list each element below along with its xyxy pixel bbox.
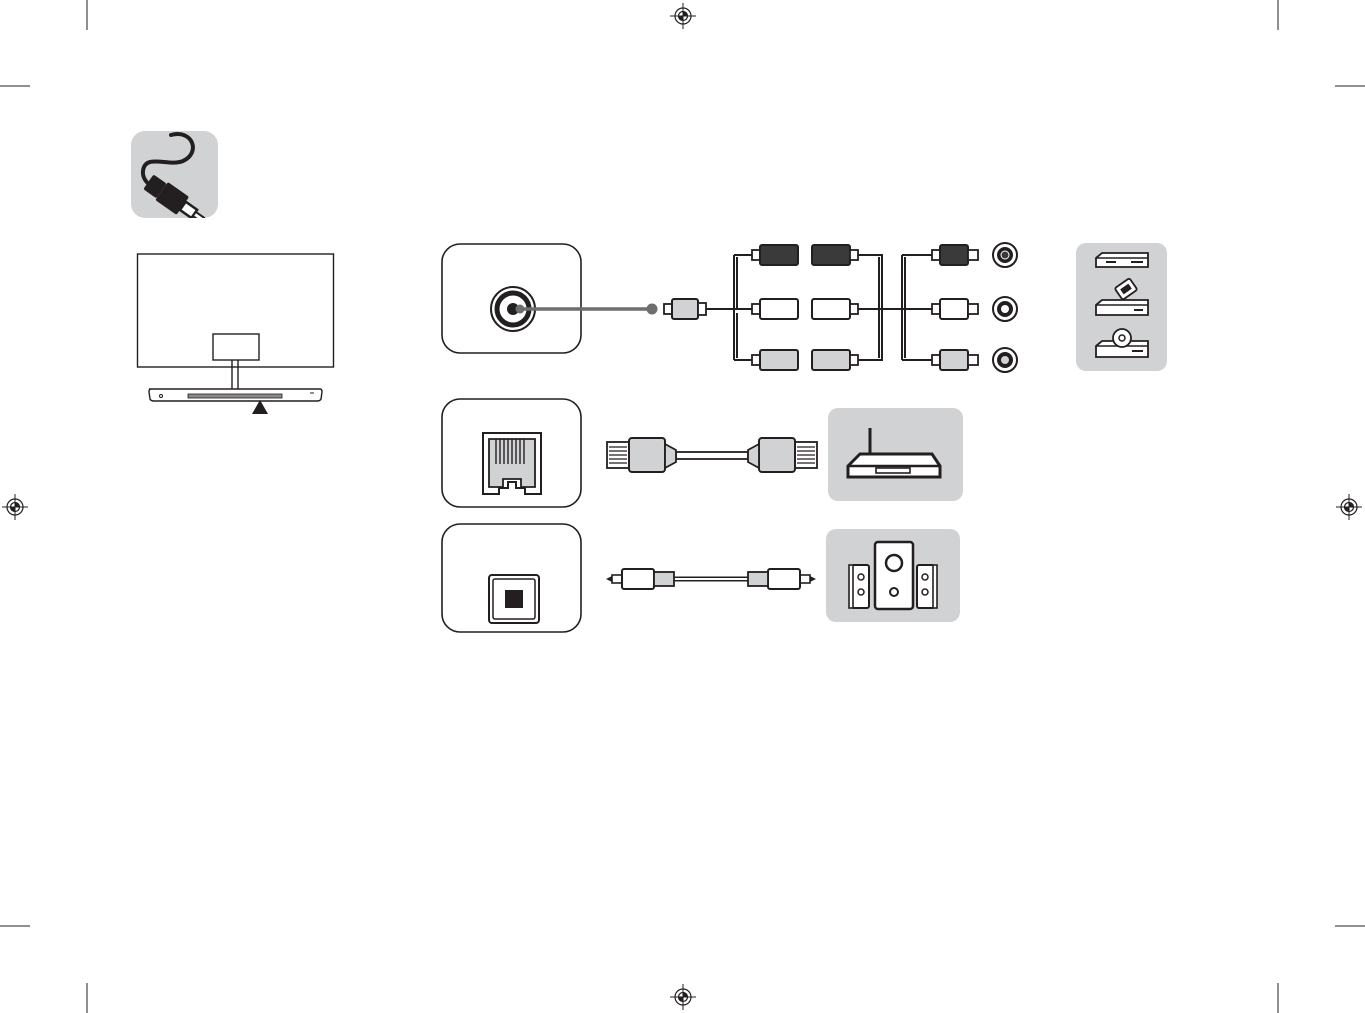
crop-mark-bottom-right — [1278, 926, 1365, 1013]
av-devices-panel — [1076, 243, 1167, 371]
tv-rear-view-icon — [136, 252, 336, 418]
crop-mark-top-right — [1278, 0, 1365, 86]
registration-mark-bottom — [670, 984, 696, 1010]
registration-mark-left — [2, 494, 28, 520]
lan-port-icon — [441, 398, 582, 508]
lan-cable-icon — [604, 436, 820, 476]
speaker-system-icon — [826, 529, 960, 622]
crop-mark-bottom-left — [0, 926, 87, 1013]
optical-port-icon — [441, 523, 582, 633]
registration-mark-top — [670, 3, 696, 29]
registration-mark-right — [1336, 494, 1362, 520]
cable-plug-icon — [131, 131, 218, 218]
up-arrow-icon — [252, 400, 268, 414]
vcr-icon — [1096, 253, 1148, 267]
crop-mark-top-left — [0, 0, 87, 86]
optical-cable-icon — [604, 564, 818, 594]
router-icon — [828, 408, 963, 501]
av-composite-cable-icon — [512, 240, 1032, 375]
